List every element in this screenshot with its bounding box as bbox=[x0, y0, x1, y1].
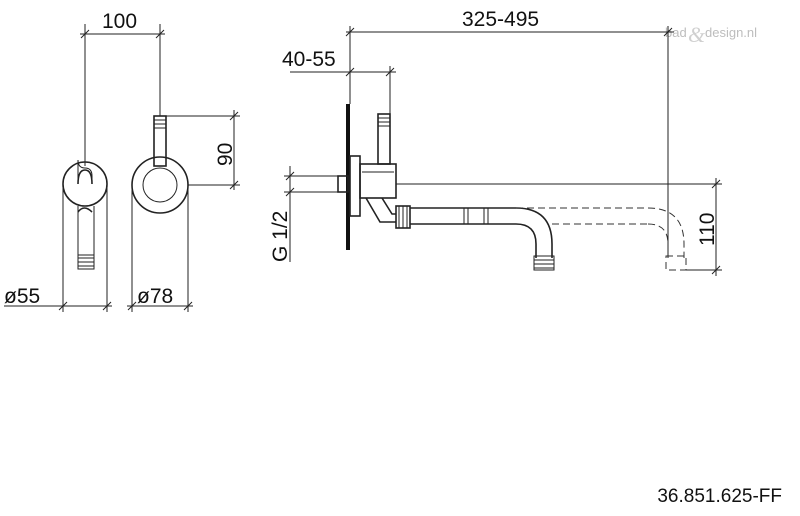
dimension-thread: G 1/2 bbox=[269, 166, 338, 262]
dimension-40-55: 40-55 bbox=[282, 48, 396, 114]
dimension-325-495: 325-495 bbox=[345, 8, 674, 258]
watermark-text-design: design.nl bbox=[705, 25, 757, 40]
product-code: 36.851.625-FF bbox=[657, 486, 782, 507]
dimension-label-diameter-78: ø78 bbox=[137, 285, 173, 308]
dimension-label-diameter-55: ø55 bbox=[4, 285, 40, 308]
watermark-logo: bad & design.nl bbox=[665, 22, 757, 47]
dimension-diameter-78: ø78 bbox=[127, 185, 193, 312]
front-view-spout bbox=[62, 159, 108, 270]
watermark-ampersand: & bbox=[688, 22, 706, 47]
dimension-diameter-55: ø55 bbox=[4, 184, 112, 312]
dimension-label-100: 100 bbox=[102, 10, 137, 33]
dimension-100: 100 bbox=[80, 10, 165, 166]
dimension-label-325-495: 325-495 bbox=[462, 8, 539, 31]
front-view-handle bbox=[131, 115, 189, 214]
dimension-label-110: 110 bbox=[696, 213, 719, 246]
side-view bbox=[337, 104, 687, 271]
watermark-text-bad: bad bbox=[665, 25, 687, 40]
dimension-label-90: 90 bbox=[214, 143, 237, 166]
dimension-110: 110 bbox=[396, 178, 722, 276]
dimension-label-40-55: 40-55 bbox=[282, 48, 336, 71]
dimension-label-thread: G 1/2 bbox=[269, 211, 292, 262]
dimension-90: 90 bbox=[166, 110, 240, 190]
